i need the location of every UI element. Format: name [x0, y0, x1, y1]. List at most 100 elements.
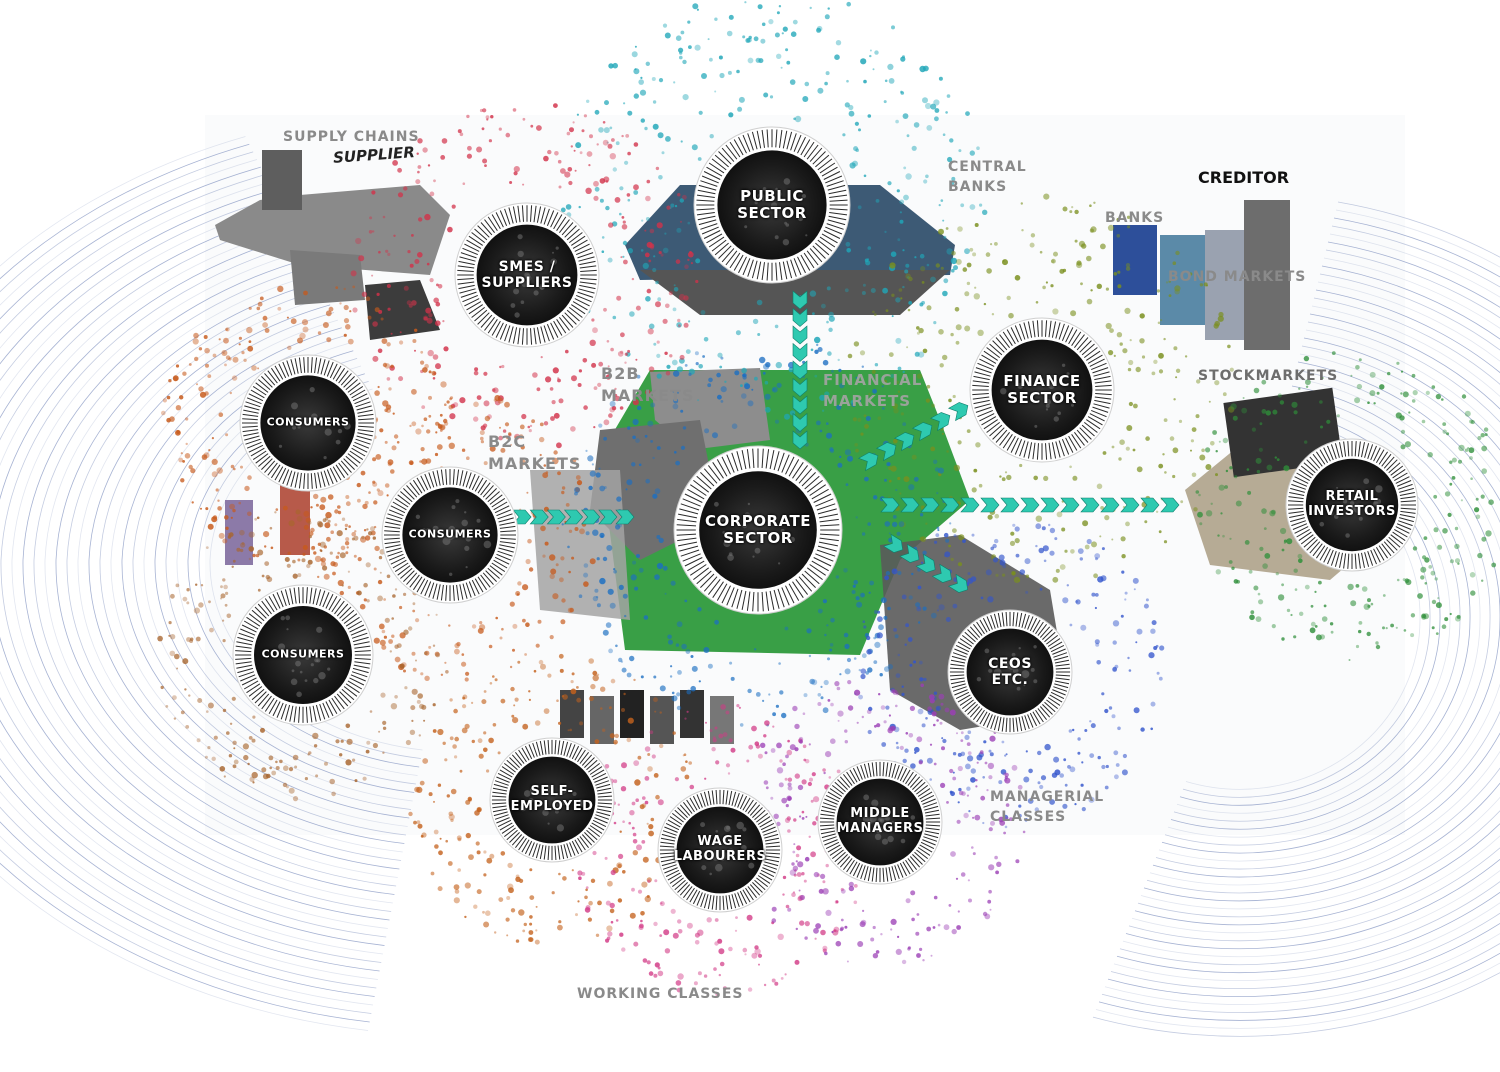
particle-dot [622, 593, 628, 599]
particle-dot [409, 424, 412, 428]
particle-dot [180, 452, 183, 455]
particle-dot [1035, 301, 1039, 304]
particle-dot [971, 533, 975, 537]
particle-dot [941, 737, 944, 740]
particle-dot [950, 332, 954, 337]
particle-dot [682, 94, 689, 101]
particle-dot [314, 555, 322, 563]
particle-dot [916, 373, 923, 379]
particle-dot [529, 895, 535, 900]
particle-dot [1111, 714, 1116, 719]
particle-dot [238, 501, 241, 505]
particle-dot [1089, 204, 1092, 207]
swirl-line-left [143, 342, 413, 802]
particle-dot [1113, 750, 1119, 756]
particle-dot [892, 689, 898, 695]
particle-dot [275, 766, 280, 770]
particle-dot [1180, 500, 1184, 504]
creditor-badge: CREDITOR [1198, 168, 1290, 187]
particle-dot [793, 873, 797, 877]
particle-dot [553, 412, 560, 419]
particle-dot [664, 592, 667, 595]
particle-dot [1323, 604, 1327, 608]
particle-dot [853, 900, 858, 905]
particle-dot [589, 470, 596, 477]
particle-dot [337, 510, 342, 515]
particle-dot [635, 358, 638, 361]
particle-dot [786, 749, 793, 756]
particle-dot [911, 572, 914, 576]
particle-dot [805, 759, 810, 764]
particle-dot [639, 804, 645, 810]
particle-dot [306, 563, 311, 569]
particle-dot [508, 887, 514, 894]
particle-dot [568, 529, 573, 533]
particle-dot [844, 102, 850, 108]
particle-dot [414, 259, 420, 264]
particle-dot [898, 288, 903, 292]
particle-dot [1488, 499, 1494, 506]
particle-dot [616, 496, 622, 502]
particle-dot [773, 813, 779, 819]
particle-dot [468, 854, 474, 860]
particle-dot [755, 692, 761, 697]
particle-dot [205, 546, 209, 549]
particle-dot [585, 449, 588, 452]
swirl-line-right [1125, 289, 1500, 950]
particle-dot [958, 534, 965, 541]
particle-dot [577, 900, 580, 903]
particle-dot [313, 493, 319, 500]
particle-dot [852, 584, 856, 588]
particle-dot [1458, 444, 1465, 452]
particle-dot [784, 777, 788, 781]
particle-dot [822, 880, 826, 884]
particle-dot [483, 747, 488, 753]
self-employed-node [489, 737, 615, 863]
particle-dot [553, 103, 558, 108]
particle-dot [940, 782, 946, 789]
particle-dot [1275, 572, 1279, 576]
particle-dot [847, 680, 852, 685]
particle-dot [637, 755, 642, 760]
particle-dot [1078, 240, 1086, 247]
particle-dot [980, 795, 986, 801]
particle-dot [718, 948, 725, 955]
particle-dot [1199, 522, 1203, 526]
particle-dot [1474, 507, 1480, 513]
particle-dot [727, 70, 732, 75]
particle-dot [173, 717, 177, 720]
particle-dot [936, 526, 940, 530]
particle-dot [549, 635, 554, 640]
particle-dot [1116, 234, 1121, 238]
particle-dot [1158, 530, 1162, 534]
particle-dot [229, 503, 236, 510]
particle-dot [679, 198, 684, 203]
particle-dot [867, 246, 872, 250]
particle-dot [929, 743, 933, 746]
particle-dot [360, 470, 366, 476]
particle-dot [354, 779, 358, 783]
particle-dot [880, 597, 887, 604]
particle-dot [1303, 355, 1310, 362]
particle-dot [967, 572, 971, 576]
particle-dot [498, 435, 503, 441]
particle-dot [387, 252, 391, 256]
particle-dot [190, 468, 196, 474]
particle-dot [760, 742, 766, 748]
particle-dot [945, 617, 951, 622]
particle-dot [1116, 332, 1123, 338]
swirl-line-right [1113, 257, 1500, 981]
particle-dot [170, 593, 175, 599]
particle-dot [334, 523, 338, 527]
particle-dot [953, 534, 957, 538]
particle-dot [578, 205, 581, 209]
particle-dot [413, 820, 417, 825]
particle-dot [960, 731, 964, 735]
particle-dot [919, 536, 924, 541]
particle-dot [528, 690, 531, 693]
particle-dot [700, 310, 706, 315]
particle-dot [1208, 400, 1211, 403]
particle-dot [371, 274, 374, 277]
particle-dot [560, 556, 565, 561]
particle-dot [506, 896, 511, 900]
